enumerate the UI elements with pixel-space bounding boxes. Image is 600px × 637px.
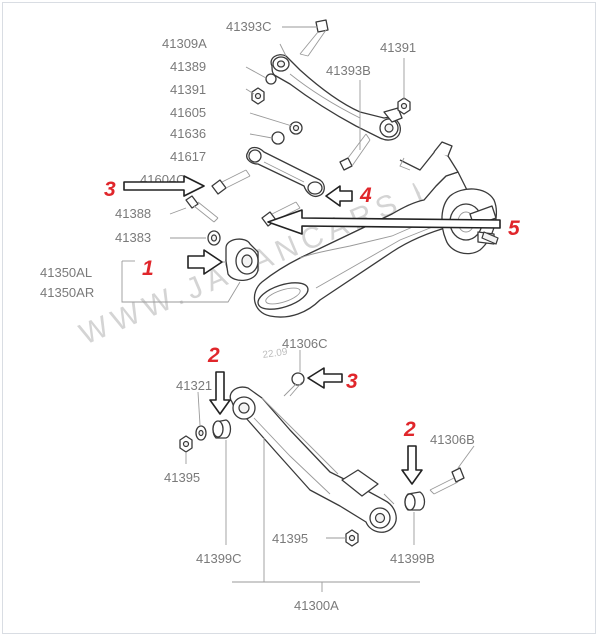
bolt-41393C (299, 19, 329, 57)
callout-3-lower: 3 (346, 370, 358, 393)
arrow-3-lower (307, 367, 343, 389)
callout-3-upper: 3 (104, 178, 116, 201)
arrow-1 (187, 249, 223, 275)
label-41636: 41636 (170, 126, 206, 141)
label-41306B: 41306B (430, 432, 475, 447)
label-41605: 41605 (170, 105, 206, 120)
lower-arm-41300A (229, 386, 397, 533)
bolt-41306B (429, 467, 465, 495)
bushing-41399B (404, 491, 426, 511)
callout-2-right: 2 (403, 418, 416, 441)
label-41393B: 41393B (326, 63, 371, 78)
bushing-41350 (225, 238, 259, 281)
bolt-41306C (283, 372, 305, 397)
upper-arm-41309A (270, 54, 403, 141)
bolt-41604C (211, 169, 251, 195)
arrow-4 (325, 185, 353, 207)
nut-41395-left (179, 435, 193, 453)
label-41391-right: 41391 (380, 40, 416, 55)
arrow-2-right (401, 445, 423, 485)
arrow-5 (267, 209, 501, 235)
label-41321: 41321 (176, 378, 212, 393)
label-41395-lower: 41395 (272, 531, 308, 546)
label-41300A: 41300A (294, 598, 339, 613)
label-41399C: 41399C (196, 551, 242, 566)
label-41399B: 41399B (390, 551, 435, 566)
label-41395-left: 41395 (164, 470, 200, 485)
nut-41391-left (251, 87, 265, 105)
washer-41321 (195, 425, 207, 441)
bushing-41399C (212, 419, 232, 439)
bolt-41393B (339, 133, 371, 171)
label-41309A: 41309A (162, 36, 207, 51)
cap-41636 (271, 131, 285, 145)
label-41617: 41617 (170, 149, 206, 164)
label-41393C: 41393C (226, 19, 272, 34)
callout-4: 4 (359, 184, 372, 207)
callout-2-left: 2 (207, 344, 220, 367)
nut-41395-lower (345, 529, 359, 547)
washer-41389 (265, 73, 277, 85)
label-41350AR: 41350AR (40, 285, 94, 300)
label-41350AL: 41350AL (40, 265, 92, 280)
callout-1: 1 (142, 257, 154, 280)
label-41383: 41383 (115, 230, 151, 245)
label-41389: 41389 (170, 59, 206, 74)
arrow-3-upper (123, 175, 205, 197)
callout-5: 5 (508, 217, 520, 240)
bolt-41388 (185, 195, 219, 223)
arrow-2-left (209, 371, 231, 415)
lateral-link-41617 (246, 146, 325, 198)
washer-41383 (207, 230, 221, 246)
label-41306C: 41306C (282, 336, 328, 351)
label-41388: 41388 (115, 206, 151, 221)
label-41391-left: 41391 (170, 82, 206, 97)
nut-41391-right (397, 97, 411, 115)
watermark-date: 22.09 (262, 347, 289, 361)
leader-lines-lower (185, 350, 475, 592)
washer-41605 (289, 121, 303, 135)
